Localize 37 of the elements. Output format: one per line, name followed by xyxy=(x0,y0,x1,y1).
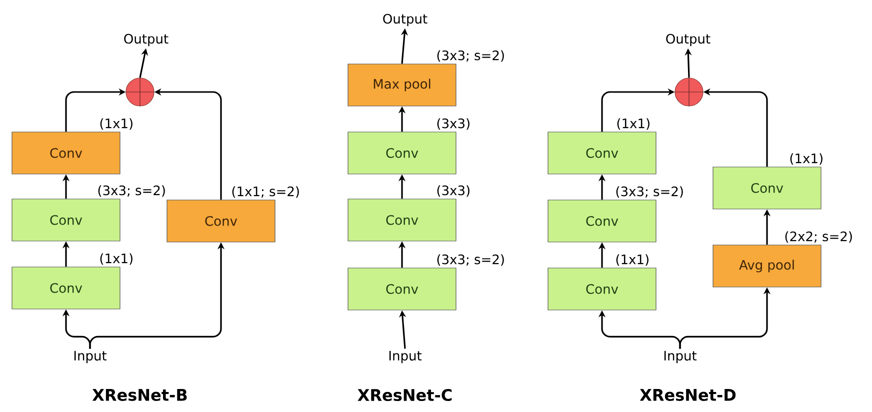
kernel-label: (1x1) xyxy=(790,153,822,165)
layer-box: Conv xyxy=(548,200,656,242)
panel-title: XResNet-D xyxy=(640,389,736,401)
layer-box: Conv xyxy=(12,198,120,242)
kernel-label: (3x3) xyxy=(437,185,470,197)
layer-box: Conv xyxy=(712,166,822,210)
flow-label: Input xyxy=(389,350,422,364)
layer-box: Avg pool xyxy=(712,244,822,288)
kernel-label: (1x1; s=2) xyxy=(232,186,299,198)
kernel-label: (3x3) xyxy=(437,118,470,130)
layer-box: Conv xyxy=(12,266,120,310)
flow-label: Output xyxy=(124,34,168,46)
kernel-label: (1x1) xyxy=(617,118,650,130)
panel-title: XResNet-C xyxy=(358,388,452,402)
layer-box: Conv xyxy=(548,268,656,310)
kernel-label: (1x1) xyxy=(616,254,648,266)
layer-box: Conv xyxy=(348,198,456,242)
layer-box: Conv xyxy=(348,268,456,310)
sum-circle xyxy=(125,77,155,107)
kernel-label: (3x3; s=2) xyxy=(437,254,504,266)
flow-label: Input xyxy=(664,350,697,364)
layer-box: Conv xyxy=(348,132,456,174)
sum-circle xyxy=(674,77,704,107)
layer-box: Conv xyxy=(12,132,120,174)
layer-box: Max pool xyxy=(348,64,456,106)
layer-box: Conv xyxy=(166,200,276,242)
flow-label: Output xyxy=(383,14,428,26)
kernel-label: (3x3; s=2) xyxy=(616,186,683,198)
panel-title: XResNet-B xyxy=(92,389,187,401)
flow-label: Output xyxy=(666,34,710,46)
kernel-label: (3x3; s=2) xyxy=(437,50,504,62)
flow-label: Input xyxy=(74,350,107,364)
kernel-label: (2x2; s=2) xyxy=(785,231,852,243)
kernel-label: (3x3; s=2) xyxy=(98,185,165,197)
kernel-label: (1x1) xyxy=(100,118,132,130)
kernel-label: (1x1) xyxy=(100,253,132,265)
layer-box: Conv xyxy=(548,132,656,174)
